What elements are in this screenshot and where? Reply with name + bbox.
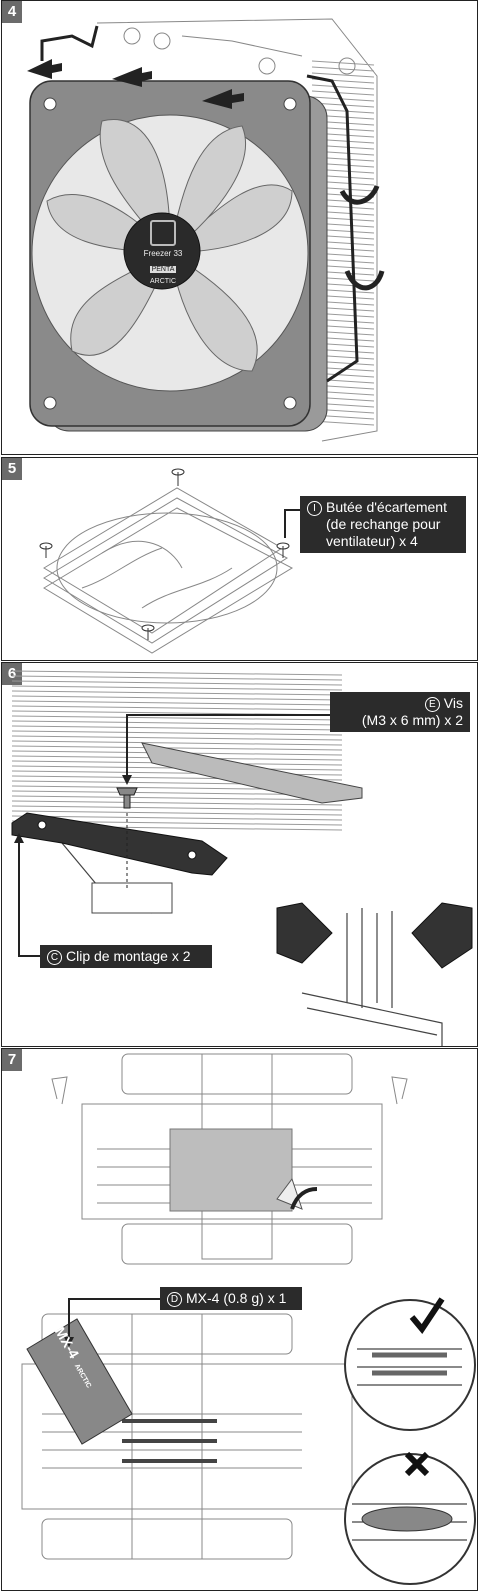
rotate-arrows [339,184,385,291]
fan-frame-outline [43,487,294,654]
mounting-clip-illustration [11,670,473,1046]
step-7-panel: 7 [1,1048,478,1591]
heatsink-fin [11,730,343,736]
clip-callout-leader [18,838,42,957]
heatsink-fin [11,720,343,726]
fan-blades [46,119,293,372]
heatsink-fin [11,695,343,701]
callout-letter-badge: I [307,501,322,516]
heatsink-fin [11,805,343,811]
push-arrows [27,59,244,109]
paste-callout-leader [68,1298,162,1341]
paste-callout-badge: D [167,1292,182,1307]
mounting-clip-back [141,742,363,804]
wire-clip-top [40,25,99,61]
heatsink-fin [11,725,343,731]
heatsink-fin [11,745,343,751]
heatsink-fin [11,690,343,696]
mounting-clip-front [11,812,228,876]
heatsink-fin [11,715,343,721]
heatsink-fin [11,740,343,746]
heatsink-fin [311,60,375,66]
correct-example [344,1299,476,1431]
spacer-pins [39,468,290,640]
callout-line-1: Butée d'écartement [326,499,447,515]
cross-icon [404,1451,430,1477]
callout-leader [284,509,302,538]
heatsink-fin [11,815,343,821]
clip-callout: C Clip de montage x 2 [40,945,212,968]
fan-spacer-illustration [39,468,302,654]
fan-mount-illustration [27,18,385,442]
heatsink-fin [311,72,375,78]
heat-pipe-loops [301,908,443,1046]
protective-film [169,1128,293,1212]
cooler-base-bottom [21,1313,353,1560]
thermal-paste-illustration [21,1053,476,1585]
heatsink-fin [11,700,343,706]
callout-line-3: ventilateur) x 4 [326,533,418,549]
clip-callout-badge: C [47,950,62,965]
paste-lines [122,1419,217,1463]
step-number: 4 [2,1,22,23]
heatsink-fin [11,795,343,801]
check-icon [409,1297,445,1335]
heatsink-fins [96,18,378,442]
heatsink-fin [11,685,343,691]
peel-arrow-icon [290,1187,318,1210]
paste-callout: D MX-4 (0.8 g) x 1 [160,1287,302,1310]
heatsink-fin [311,66,375,72]
fan-badge-logo-icon [150,220,176,246]
heatsink-fin [11,670,343,676]
fan-badge: Freezer 33 PENTA ARCTIC [126,214,200,288]
retention-bracket-left [276,902,333,964]
step-number: 6 [2,663,22,685]
screw-callout-line-1: Vis [443,695,463,711]
retention-bracket-right [411,902,473,969]
heatsink-fin [311,90,375,96]
fan-badge-model: PENTA [149,266,177,273]
heatsink-fin [11,735,343,741]
screw-callout-badge: E [424,697,440,712]
fan-badge-maker: ARCTIC [149,278,177,285]
paste-packet [26,1318,133,1445]
screw-callout-line-2: (M3 x 6 mm) x 2 [361,712,463,728]
clip-callout-text: Clip de montage x 2 [66,948,191,964]
heat-pipes [123,27,356,75]
heatsink-fin [311,96,375,102]
callout-line-2: (de rechange pour [326,516,441,532]
spacer-callout: I Butée d'écartement (de rechange pour ve… [300,496,466,553]
cpu-base-plate [91,882,173,914]
step-number: 5 [2,458,22,480]
heatsink-fin [11,675,343,681]
fan-hub [123,212,201,290]
heatsink-fin [311,84,375,90]
wire-clip-right [306,74,359,383]
heatsink-fin [11,810,343,816]
step-number: 7 [2,1049,22,1071]
paste-callout-text: MX-4 (0.8 g) x 1 [186,1290,287,1306]
heatsink-fin [11,705,343,711]
heatsink-fin [11,800,343,806]
step-5-panel: 5 I Butée d'écartement (de rechange pour … [1,457,478,661]
heatsink-fin [11,680,343,686]
step-4-panel: 4 [1,0,478,455]
fan-badge-brand: Freezer 33 [143,249,183,258]
screw-callout-leader [126,714,332,781]
screw-icon [116,787,138,809]
